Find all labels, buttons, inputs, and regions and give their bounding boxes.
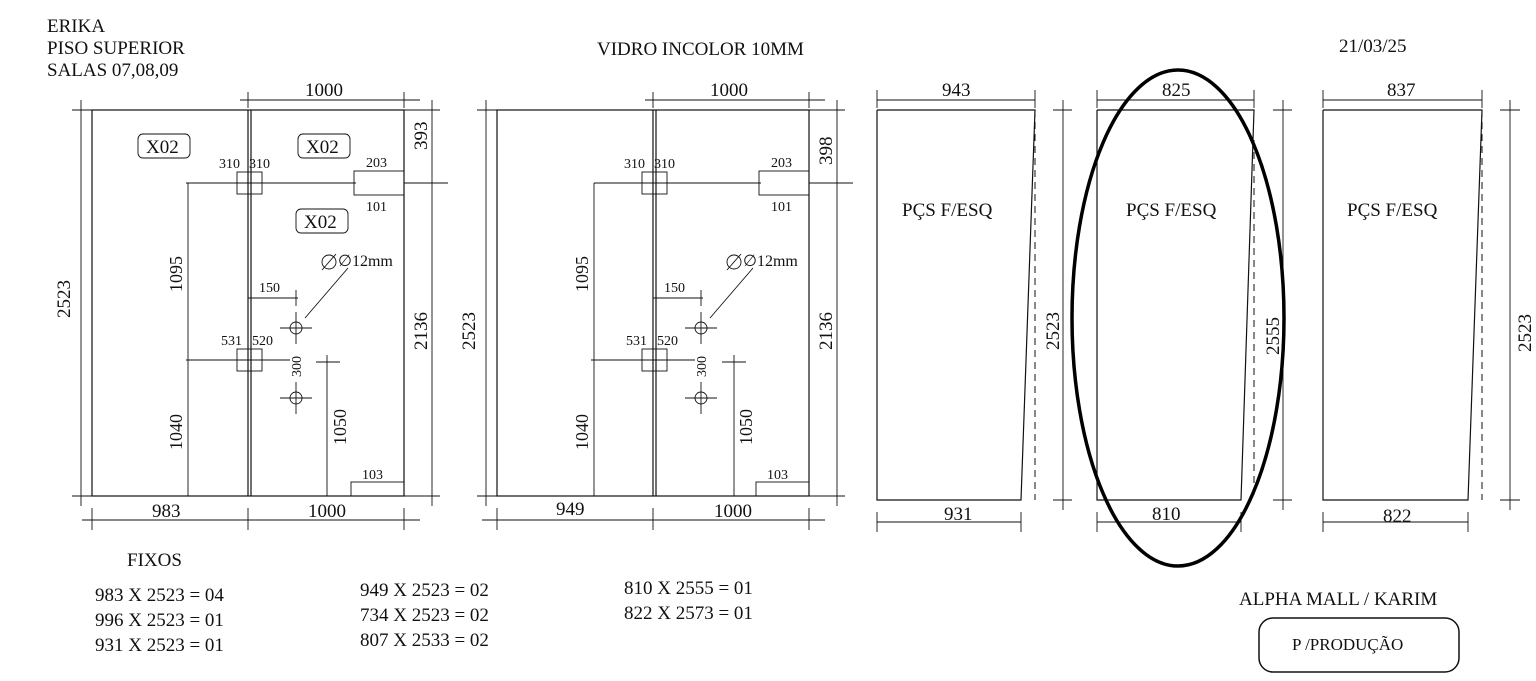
panel-b-right-height: 2136 bbox=[816, 312, 837, 350]
panel-a-lock-top: 203 bbox=[366, 156, 387, 171]
panel-b-hinge-mid-r: 520 bbox=[657, 334, 678, 349]
panel-a-tag-3: X02 bbox=[304, 212, 337, 233]
project-name: ALPHA MALL / KARIM bbox=[1239, 589, 1437, 610]
piece-e-height: 2523 bbox=[1515, 314, 1536, 352]
panel-a-hole-offset: 150 bbox=[259, 281, 280, 296]
rooms-label: SALAS 07,08,09 bbox=[47, 60, 178, 81]
panel-a-hinge-top-r: 310 bbox=[249, 157, 270, 172]
panel-b-height: 2523 bbox=[459, 312, 480, 350]
panel-a-hole-diameter: ∅12mm bbox=[338, 253, 393, 270]
panel-b-bottom-right: 1000 bbox=[714, 501, 752, 522]
panel-a-corner-notch: 103 bbox=[362, 468, 383, 483]
panel-b-hole-offset: 150 bbox=[664, 281, 685, 296]
fixos-row: 807 X 2533 = 02 bbox=[360, 630, 489, 651]
fixos-row: 949 X 2523 = 02 bbox=[360, 580, 489, 601]
panel-a-hole-spacing: 300 bbox=[290, 356, 305, 377]
panel-a-hinge-mid-r: 520 bbox=[252, 334, 273, 349]
panel-b-hinge-top-r: 310 bbox=[654, 157, 675, 172]
piece-e: 837 PÇS F/ESQ 2523 822 bbox=[1322, 80, 1536, 532]
panel-a-lock-bottom: 101 bbox=[366, 200, 387, 215]
panel-a-top-right: 393 bbox=[411, 122, 432, 151]
panel-a-hinge-mid-l: 531 bbox=[221, 334, 242, 349]
piece-d-bottom: 810 bbox=[1152, 504, 1181, 525]
piece-c-height: 2523 bbox=[1043, 312, 1064, 350]
fixos-list: FIXOS 983 X 2523 = 04 996 X 2523 = 01 93… bbox=[95, 550, 753, 656]
panel-a-tag-1: X02 bbox=[146, 137, 179, 158]
material-label: VIDRO INCOLOR 10MM bbox=[597, 39, 804, 60]
piece-c-top: 943 bbox=[942, 80, 971, 101]
piece-e-label: PÇS F/ESQ bbox=[1347, 200, 1438, 221]
piece-e-top: 837 bbox=[1387, 80, 1416, 101]
fixos-row: 931 X 2523 = 01 bbox=[95, 635, 224, 656]
panel-a-left-upper: 1095 bbox=[166, 256, 186, 292]
panel-b-corner-notch: 103 bbox=[767, 468, 788, 483]
piece-d-top: 825 bbox=[1162, 80, 1191, 101]
panel-b-lock-bottom: 101 bbox=[771, 200, 792, 215]
panel-b-handle-height: 1050 bbox=[736, 409, 756, 445]
fixos-title: FIXOS bbox=[127, 550, 182, 571]
panel-a-hinge-top-l: 310 bbox=[219, 157, 240, 172]
fixos-row: 810 X 2555 = 01 bbox=[624, 578, 753, 599]
date-label: 21/03/25 bbox=[1339, 36, 1407, 57]
piece-c-label: PÇS F/ESQ bbox=[902, 200, 993, 221]
panel-b-hole-diameter: ∅12mm bbox=[743, 253, 798, 270]
panel-a-handle-height: 1050 bbox=[330, 409, 350, 445]
fixos-row: 983 X 2523 = 04 bbox=[95, 585, 224, 606]
panel-b-left-upper: 1095 bbox=[572, 256, 592, 292]
panel-a-bottom-right: 1000 bbox=[308, 501, 346, 522]
panel-a-top-width: 1000 bbox=[305, 80, 343, 101]
piece-d-height: 2555 bbox=[1263, 317, 1284, 355]
panel-b-top-right: 398 bbox=[816, 137, 837, 166]
highlight-circle bbox=[1070, 68, 1286, 568]
panel-a-bottom-left: 983 bbox=[152, 501, 181, 522]
fixos-row: 734 X 2523 = 02 bbox=[360, 605, 489, 626]
piece-d: 825 PÇS F/ESQ 2555 810 bbox=[1070, 68, 1292, 568]
piece-e-bottom: 822 bbox=[1383, 506, 1412, 527]
client-name: ERIKA bbox=[47, 16, 105, 37]
fixos-row: 822 X 2573 = 01 bbox=[624, 603, 753, 624]
production-stamp: P /PRODUÇÃO bbox=[1292, 635, 1403, 654]
panel-a-right-height: 2136 bbox=[411, 312, 432, 350]
production-stamp-frame bbox=[1258, 617, 1460, 673]
floor-label: PISO SUPERIOR bbox=[47, 38, 185, 59]
panel-a: 1000 2523 393 2136 X02 X02 X02 310 310 2… bbox=[54, 80, 448, 530]
footer: ALPHA MALL / KARIM P /PRODUÇÃO bbox=[1239, 589, 1460, 673]
panel-a-height: 2523 bbox=[54, 280, 75, 318]
panel-b-hinge-top-l: 310 bbox=[624, 157, 645, 172]
panel-b-bottom-left: 949 bbox=[556, 499, 585, 520]
panel-b-left-lower: 1040 bbox=[572, 414, 592, 450]
panel-b-hinge-mid-l: 531 bbox=[626, 334, 647, 349]
piece-d-label: PÇS F/ESQ bbox=[1126, 200, 1217, 221]
fixos-row: 996 X 2523 = 01 bbox=[95, 610, 224, 631]
panel-a-tag-2: X02 bbox=[306, 137, 339, 158]
piece-c-bottom: 931 bbox=[944, 504, 973, 525]
piece-c: 943 PÇS F/ESQ 2523 931 bbox=[876, 80, 1072, 532]
header: ERIKA PISO SUPERIOR SALAS 07,08,09 VIDRO… bbox=[47, 16, 1407, 81]
panel-a-left-lower: 1040 bbox=[166, 414, 186, 450]
panel-b-top-width: 1000 bbox=[710, 80, 748, 101]
panel-b-hole-spacing: 300 bbox=[695, 356, 710, 377]
panel-b-lock-top: 203 bbox=[771, 156, 792, 171]
panel-b: 1000 2523 398 2136 310 310 203 101 1095 … bbox=[459, 80, 853, 530]
